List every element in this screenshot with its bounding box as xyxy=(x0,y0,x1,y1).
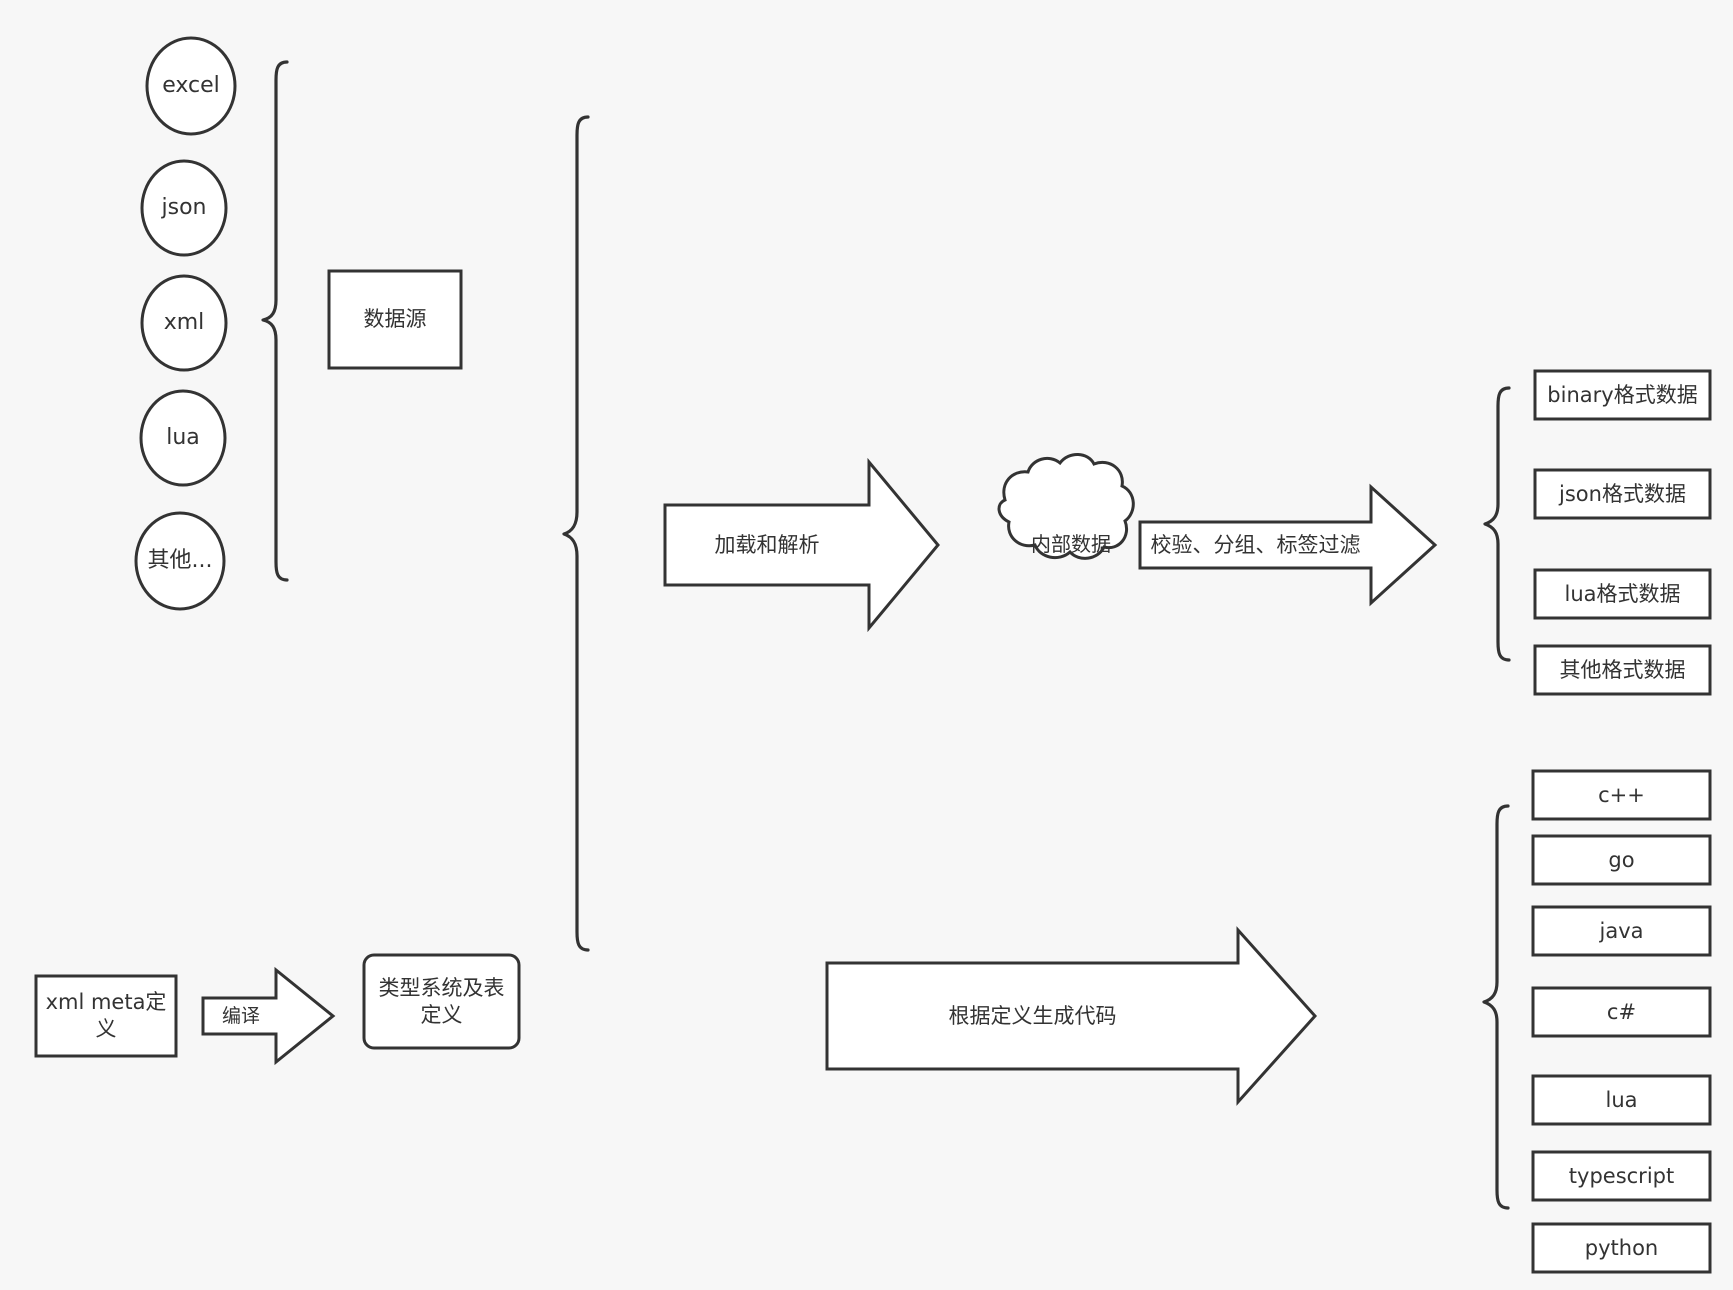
output-format-box-1 xyxy=(1533,468,1712,520)
source-ellipse-lua-hit[interactable] xyxy=(141,391,225,485)
xml-meta-box-hit[interactable] xyxy=(36,976,176,1056)
language-box-1 xyxy=(1531,834,1712,886)
type-system-box-hit[interactable] xyxy=(364,955,519,1048)
codegen-arrow-shape xyxy=(825,926,1318,1106)
language-brace xyxy=(1482,804,1510,1210)
source-ellipse-xml xyxy=(140,274,228,372)
source-ellipse-excel xyxy=(145,36,237,136)
source-ellipse-xml-hit[interactable] xyxy=(142,276,226,370)
data-format-brace xyxy=(1483,386,1511,662)
language-box-3 xyxy=(1531,986,1712,1038)
language-box-4-hit[interactable] xyxy=(1533,1076,1710,1124)
source-ellipse-other xyxy=(134,511,226,611)
sources-brace xyxy=(261,60,289,582)
language-box-3-hit[interactable] xyxy=(1533,988,1710,1036)
language-box-0-hit[interactable] xyxy=(1533,771,1710,819)
filter-arrow-shape xyxy=(1138,483,1438,607)
codegen-arrow-hit[interactable] xyxy=(827,930,1315,1102)
compile-arrow-hit[interactable] xyxy=(203,970,333,1062)
language-box-0 xyxy=(1531,769,1712,821)
internal-data-cloud-shape xyxy=(997,453,1135,560)
language-box-2 xyxy=(1531,905,1712,957)
output-format-box-0-hit[interactable] xyxy=(1535,371,1710,419)
language-box-5-hit[interactable] xyxy=(1533,1152,1710,1200)
type-system-box xyxy=(362,953,521,1050)
datasource-box xyxy=(327,269,463,370)
source-ellipse-json xyxy=(140,159,228,257)
output-format-box-3-hit[interactable] xyxy=(1535,646,1710,694)
source-ellipse-other-hit[interactable] xyxy=(136,513,224,609)
xml-meta-box xyxy=(34,974,178,1058)
source-ellipse-lua xyxy=(139,389,227,487)
internal-data-cloud-hit[interactable] xyxy=(996,451,1142,563)
output-format-box-2 xyxy=(1533,568,1712,620)
language-box-2-hit[interactable] xyxy=(1533,907,1710,955)
compile-arrow-shape xyxy=(201,966,336,1066)
output-format-box-0 xyxy=(1533,369,1712,421)
language-box-4 xyxy=(1531,1074,1712,1126)
source-ellipse-json-hit[interactable] xyxy=(142,161,226,255)
main-input-brace xyxy=(562,115,590,952)
source-ellipse-excel-hit[interactable] xyxy=(147,38,235,134)
language-box-6-hit[interactable] xyxy=(1533,1224,1710,1272)
language-box-6 xyxy=(1531,1222,1712,1274)
language-box-5 xyxy=(1531,1150,1712,1202)
datasource-box-hit[interactable] xyxy=(329,271,461,368)
load-parse-arrow-shape xyxy=(663,457,940,633)
output-format-box-2-hit[interactable] xyxy=(1535,570,1710,618)
output-format-box-3 xyxy=(1533,644,1712,696)
language-box-1-hit[interactable] xyxy=(1533,836,1710,884)
filter-arrow-hit[interactable] xyxy=(1140,487,1435,603)
output-format-box-1-hit[interactable] xyxy=(1535,470,1710,518)
load-parse-arrow-hit[interactable] xyxy=(665,462,938,628)
